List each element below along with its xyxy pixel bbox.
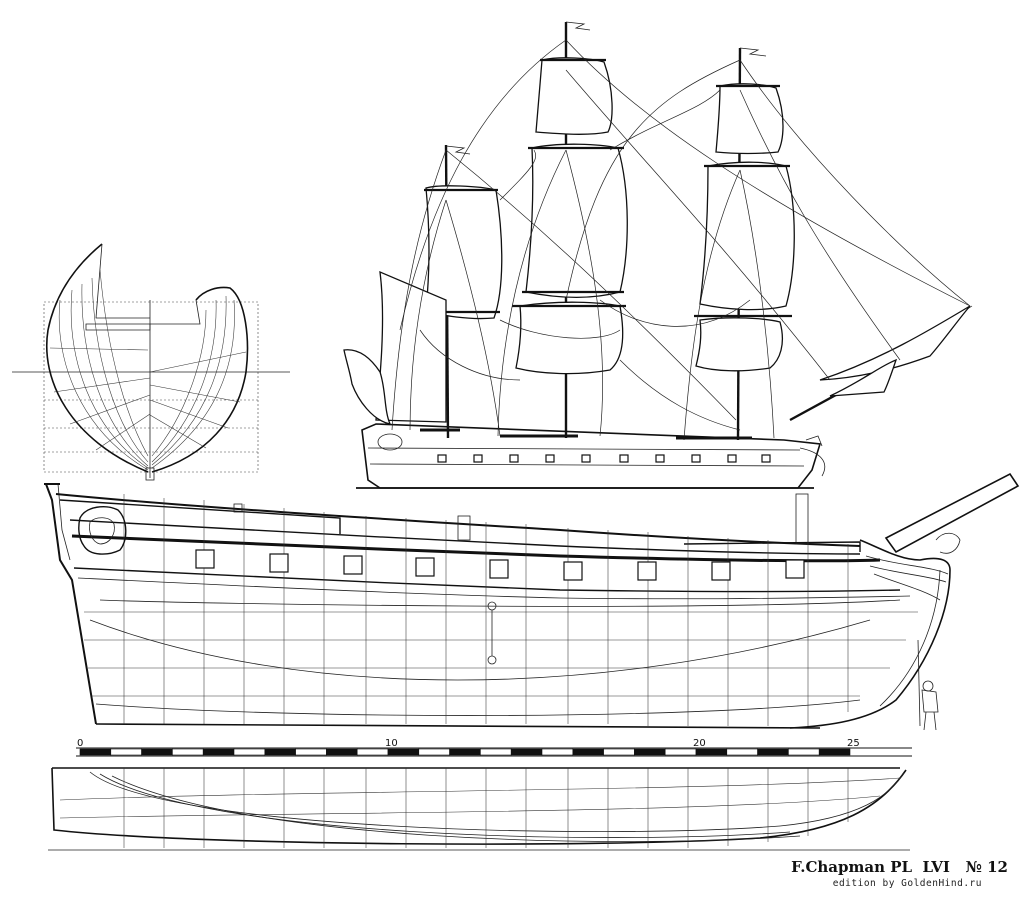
scale-label-25: 25 (847, 738, 860, 749)
scale-segment (418, 748, 450, 756)
deadeyes (420, 428, 752, 440)
half-breadth-stations (123, 768, 849, 848)
scale-segment (510, 748, 543, 756)
scale-segment (387, 748, 420, 756)
scale-segment (541, 748, 574, 756)
scale-segment (664, 748, 697, 756)
scale-segment (79, 748, 112, 756)
scale-segment (172, 748, 204, 756)
scale-segment (141, 748, 173, 756)
half-breadth-view (48, 767, 910, 851)
scale-bar: 0 10 20 25 (76, 738, 912, 757)
scale-segment (695, 748, 728, 756)
scale-figure (917, 639, 939, 731)
scale-segment (480, 748, 512, 756)
scale-segment (603, 748, 635, 756)
sheer-plan-view (44, 472, 1020, 731)
scale-segment (726, 748, 758, 756)
scale-label-20: 20 (693, 738, 706, 749)
scale-segment (110, 748, 142, 756)
scale-segment (634, 748, 666, 756)
scale-segment (264, 748, 296, 756)
scale-segment (449, 748, 481, 756)
scale-bar-labels: 0 10 20 25 (77, 738, 860, 749)
scale-segment (326, 748, 358, 756)
scale-segment (202, 748, 235, 756)
scale-segment (788, 748, 820, 756)
sail-plan-gunports (437, 454, 771, 463)
scale-label-10: 10 (385, 738, 398, 749)
scale-segment (757, 748, 789, 756)
scale-segment (356, 748, 389, 756)
plate-edition-credit: edition by GoldenHind.ru (832, 878, 982, 889)
scale-segment (295, 748, 327, 756)
body-plan-view (12, 243, 290, 481)
scale-label-0: 0 (77, 738, 83, 749)
scale-segment (818, 748, 851, 756)
scale-bar-ticks (79, 748, 851, 756)
scale-segment (572, 748, 604, 756)
scale-segment (233, 748, 266, 756)
sheer-gunports (195, 549, 805, 581)
stern-ornament (78, 506, 127, 555)
plate-caption: F.Chapman PL LVI № 12 (791, 858, 1008, 876)
sail-plan-view (343, 21, 973, 489)
